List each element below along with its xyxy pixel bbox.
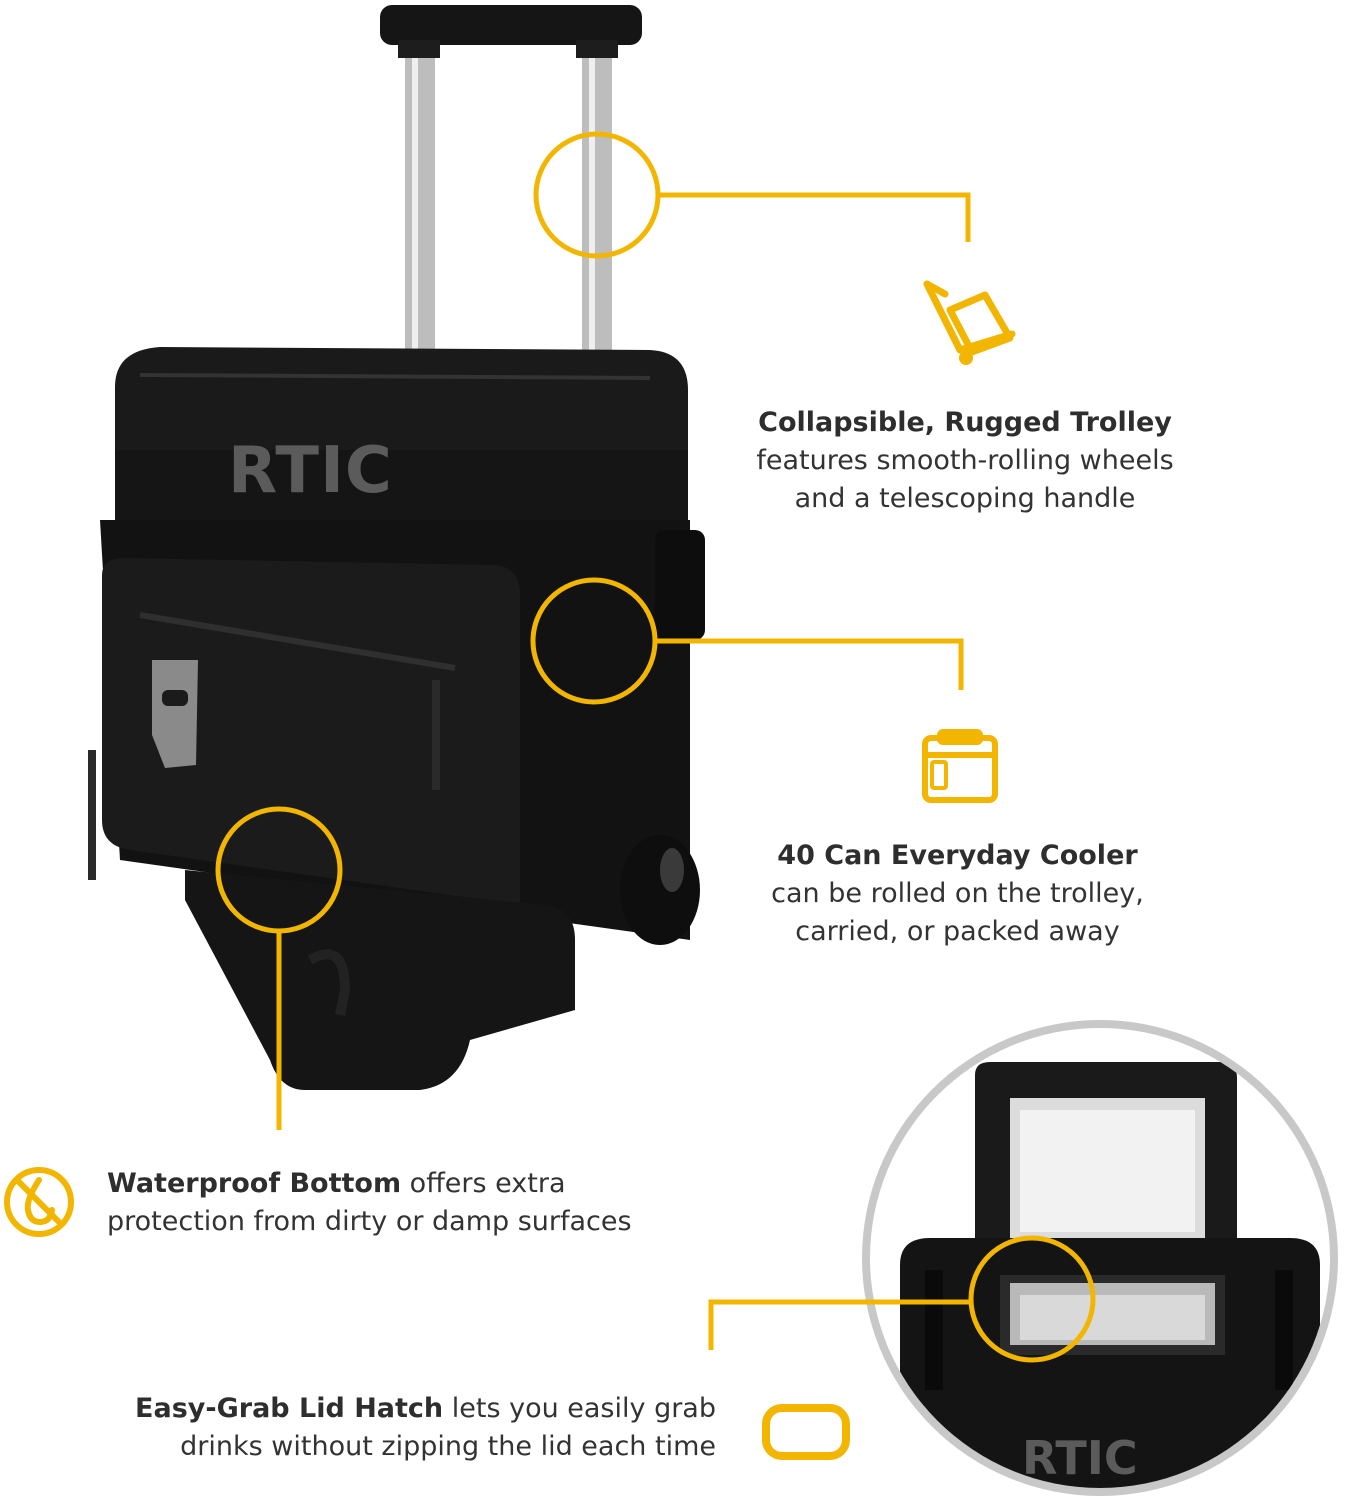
cooler-logo: RTIC: [228, 434, 393, 508]
cooler-icon: [922, 729, 998, 803]
feature-bottom-title: Waterproof Bottom: [107, 1168, 402, 1199]
feature-trolley: Collapsible, Rugged Trolley features smo…: [735, 404, 1195, 518]
waterproof-icon: [4, 1167, 74, 1237]
feature-trolley-title: Collapsible, Rugged Trolley: [758, 407, 1172, 438]
feature-hatch: Easy-Grab Lid Hatch lets you easily grab…: [105, 1390, 716, 1466]
feature-cooler: 40 Can Everyday Cooler can be rolled on …: [735, 837, 1180, 951]
telescoping-handle: [380, 5, 642, 358]
feature-bottom-line2: protection from dirty or damp surfaces: [107, 1206, 632, 1237]
feature-cooler-line1: can be rolled on the trolley,: [771, 878, 1144, 909]
callout-lines: [215, 131, 1096, 1363]
hatch-callout-circle: [968, 1235, 1096, 1363]
feature-bottom-line1: offers extra: [401, 1168, 566, 1199]
feature-cooler-line2: carried, or packed away: [795, 916, 1120, 947]
feature-trolley-line2: and a telescoping handle: [794, 483, 1136, 514]
feature-bottom: Waterproof Bottom offers extra protectio…: [107, 1165, 707, 1241]
trolley-icon: [923, 280, 1016, 365]
inset-logo: RTIC: [1022, 1431, 1138, 1485]
lid-hatch-inset: RTIC: [862, 1020, 1338, 1496]
lid-hatch-icon: [762, 1404, 850, 1460]
cooler-body: [88, 347, 705, 1090]
feature-trolley-line1: features smooth-rolling wheels: [756, 445, 1174, 476]
feature-hatch-line2: drinks without zipping the lid each time: [180, 1431, 716, 1462]
feature-hatch-line1: lets you easily grab: [443, 1393, 716, 1424]
feature-hatch-title: Easy-Grab Lid Hatch: [135, 1393, 444, 1424]
feature-cooler-title: 40 Can Everyday Cooler: [777, 840, 1138, 871]
